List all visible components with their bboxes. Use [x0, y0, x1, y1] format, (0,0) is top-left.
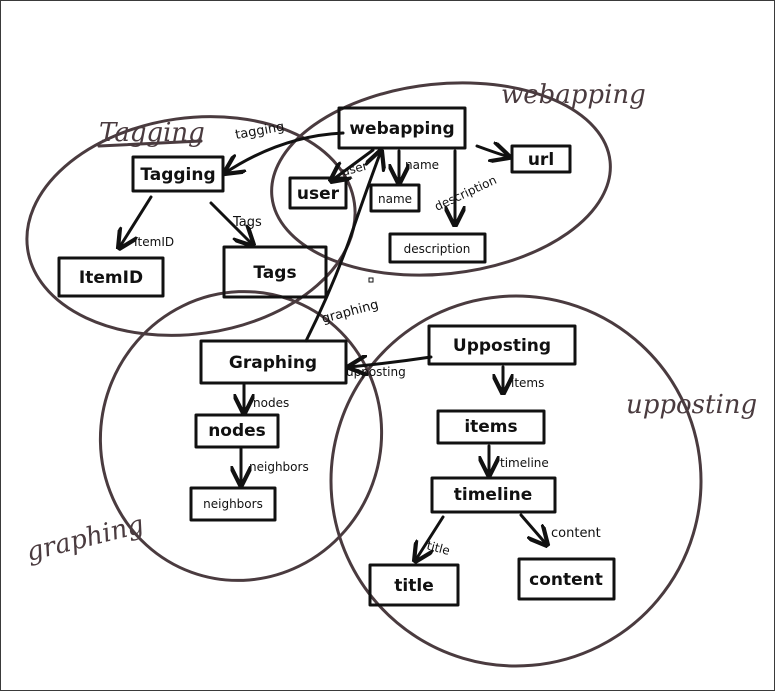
neighbors-node-label: neighbors	[203, 497, 263, 511]
webapping-group-label: webapping	[501, 80, 646, 110]
title-edge-label: title	[425, 538, 451, 558]
name-edge-label: name	[405, 158, 439, 172]
timeline-box	[430, 476, 557, 514]
neighbors-box	[189, 486, 277, 522]
content-node-label: content	[529, 570, 603, 590]
upposting-node-label: Upposting	[453, 336, 551, 356]
nodes-node-label: nodes	[208, 421, 266, 441]
name-node-label: name	[378, 192, 412, 206]
webapping-box	[337, 106, 467, 150]
tags-node-label: Tags	[253, 263, 296, 283]
user-node-label: user	[297, 184, 340, 204]
items-node-label: items	[464, 417, 517, 437]
tagging-node-label: Tagging	[140, 165, 215, 185]
nodes-edge-label: nodes	[253, 396, 289, 410]
timeline-node-label: timeline	[454, 485, 532, 505]
webapping-group-outline	[270, 81, 612, 277]
tagging-group-underline	[97, 139, 203, 148]
upposting-box	[427, 324, 577, 366]
tags-edge-label: Tags	[232, 215, 262, 230]
tags-box	[222, 245, 328, 299]
upposting-group-outline	[329, 294, 703, 668]
graphing-to-webapping-edge	[304, 151, 381, 343]
description-edge-label: description	[432, 173, 498, 214]
graphing-edge-label: graphing	[320, 297, 380, 327]
itemid-box	[57, 256, 165, 298]
tagging-to-itemid-edge	[119, 195, 153, 248]
itemid-node-label: ItemID	[79, 268, 143, 288]
timeline-to-content-edge	[519, 513, 547, 545]
webapping-node-label: webapping	[349, 119, 454, 139]
timeline-to-title-edge	[415, 515, 445, 561]
webapping-to-tagging-edge	[225, 131, 345, 173]
tagging-group-outline	[25, 115, 357, 337]
description-box	[388, 232, 487, 264]
title-node-label: title	[394, 576, 433, 596]
neighbors-edge-label: neighbors	[249, 460, 309, 474]
user-edge-label: user	[340, 159, 369, 179]
tagging-edge-label: tagging	[234, 120, 286, 143]
stray-dot	[368, 277, 374, 283]
graphing-group-outline	[98, 290, 384, 582]
items-box	[436, 409, 546, 445]
upposting-to-graphing-edge	[349, 357, 433, 367]
itemid-edge-label: ItemID	[134, 235, 174, 249]
graphing-group-label: graphing	[23, 510, 146, 568]
upposting-edge-label: upposting	[346, 365, 406, 379]
graphing-node-label: Graphing	[229, 353, 317, 373]
content-box	[517, 557, 616, 601]
timeline-edge-label: timeline	[500, 456, 549, 470]
tagging-to-tags-edge	[209, 201, 253, 245]
url-node-label: url	[528, 150, 554, 170]
content-edge-label: content	[551, 526, 601, 541]
upposting-group-label: upposting	[626, 390, 757, 420]
description-node-label: description	[404, 242, 471, 256]
webapping-to-url-edge	[475, 146, 509, 157]
user-box	[288, 176, 348, 210]
items-edge-label: items	[511, 376, 544, 390]
